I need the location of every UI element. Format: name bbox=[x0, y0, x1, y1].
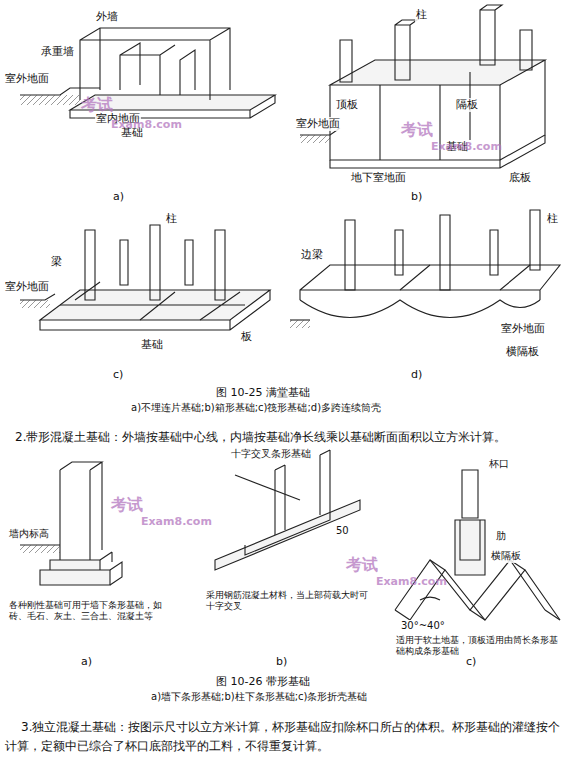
figure-caption: 图 10-26 带形基础 bbox=[215, 675, 311, 689]
body-text: 2.带形混凝土基础：外墙按基础中心线，内墙按基础净长线乘以基础断面面积以立方米计… bbox=[14, 428, 561, 447]
part-label: 梁 bbox=[50, 255, 63, 269]
subfigure-label: c) bbox=[112, 368, 124, 382]
body-text: 3.独立混凝土基础：按图示尺寸以立方米计算，杯形基础应扣除杯口所占的体积。杯形基… bbox=[4, 718, 566, 756]
subfigure-label: b) bbox=[410, 190, 423, 204]
figure-note: 采用钢筋混凝土材料，当上部荷载大时可十字交叉 bbox=[205, 590, 377, 613]
part-label: 室外地面 bbox=[4, 72, 50, 86]
figure-note: 适用于软土地基，顶板适用由筒长条形基础构成条形基础 bbox=[395, 635, 562, 658]
part-label: 边梁 bbox=[300, 248, 324, 262]
part-label: 墙内标高 bbox=[8, 528, 50, 541]
part-label: 柱 bbox=[415, 8, 428, 22]
part-label: 柱 bbox=[165, 212, 178, 226]
subfigure-label: a) bbox=[112, 190, 125, 204]
watermark: 考试 bbox=[80, 95, 114, 115]
figure-caption: a)墙下条形基础;b)柱下条形基础;c)条形折壳基础 bbox=[150, 691, 368, 704]
subfigure-label: a) bbox=[80, 655, 93, 669]
part-label: 柱 bbox=[546, 212, 559, 226]
watermark: Exam8.com bbox=[140, 515, 213, 529]
dimension-label: 50 bbox=[335, 525, 350, 538]
part-label: 隔板 bbox=[455, 98, 479, 112]
part-label: 室外地面 bbox=[4, 280, 50, 294]
part-label: 肋 bbox=[495, 530, 507, 543]
watermark: 考试 bbox=[345, 555, 379, 575]
part-label: 杯口 bbox=[488, 458, 510, 471]
watermark: 考试 bbox=[400, 120, 434, 140]
figure-caption: a)不埋连片基础;b)箱形基础;c)筏形基础;d)多跨连续筒壳 bbox=[130, 402, 382, 415]
subfigure-label: c) bbox=[465, 655, 477, 669]
part-label: 地下室地面 bbox=[350, 171, 407, 185]
figure-caption: 图 10-25 满堂基础 bbox=[215, 386, 311, 400]
watermark: Exam8.com bbox=[110, 118, 183, 132]
part-label: 板 bbox=[240, 330, 253, 344]
part-label: 横隔板 bbox=[505, 345, 540, 359]
part-label: 室外地面 bbox=[295, 117, 341, 131]
part-label: 横隔板 bbox=[490, 550, 522, 563]
figure-note: 各种刚性基础可用于墙下条形基础，如砖、毛石、灰土、三合土、混凝土等 bbox=[8, 600, 180, 623]
watermark: Exam8.com bbox=[375, 575, 448, 589]
part-label: 顶板 bbox=[335, 98, 359, 112]
part-label: 十字交叉条形基础 bbox=[230, 448, 312, 461]
watermark: 考试 bbox=[110, 495, 144, 515]
subfigure-label: d) bbox=[410, 368, 423, 382]
dimension-label: 30°~40° bbox=[400, 620, 446, 633]
part-label: 基础 bbox=[140, 338, 164, 352]
subfigure-label: b) bbox=[275, 655, 288, 669]
part-label: 室外地面 bbox=[500, 322, 546, 336]
part-label: 底板 bbox=[508, 171, 532, 185]
part-label: 外墙 bbox=[95, 10, 119, 24]
part-label: 承重墙 bbox=[40, 45, 75, 59]
watermark: Exam8.com bbox=[430, 140, 503, 154]
